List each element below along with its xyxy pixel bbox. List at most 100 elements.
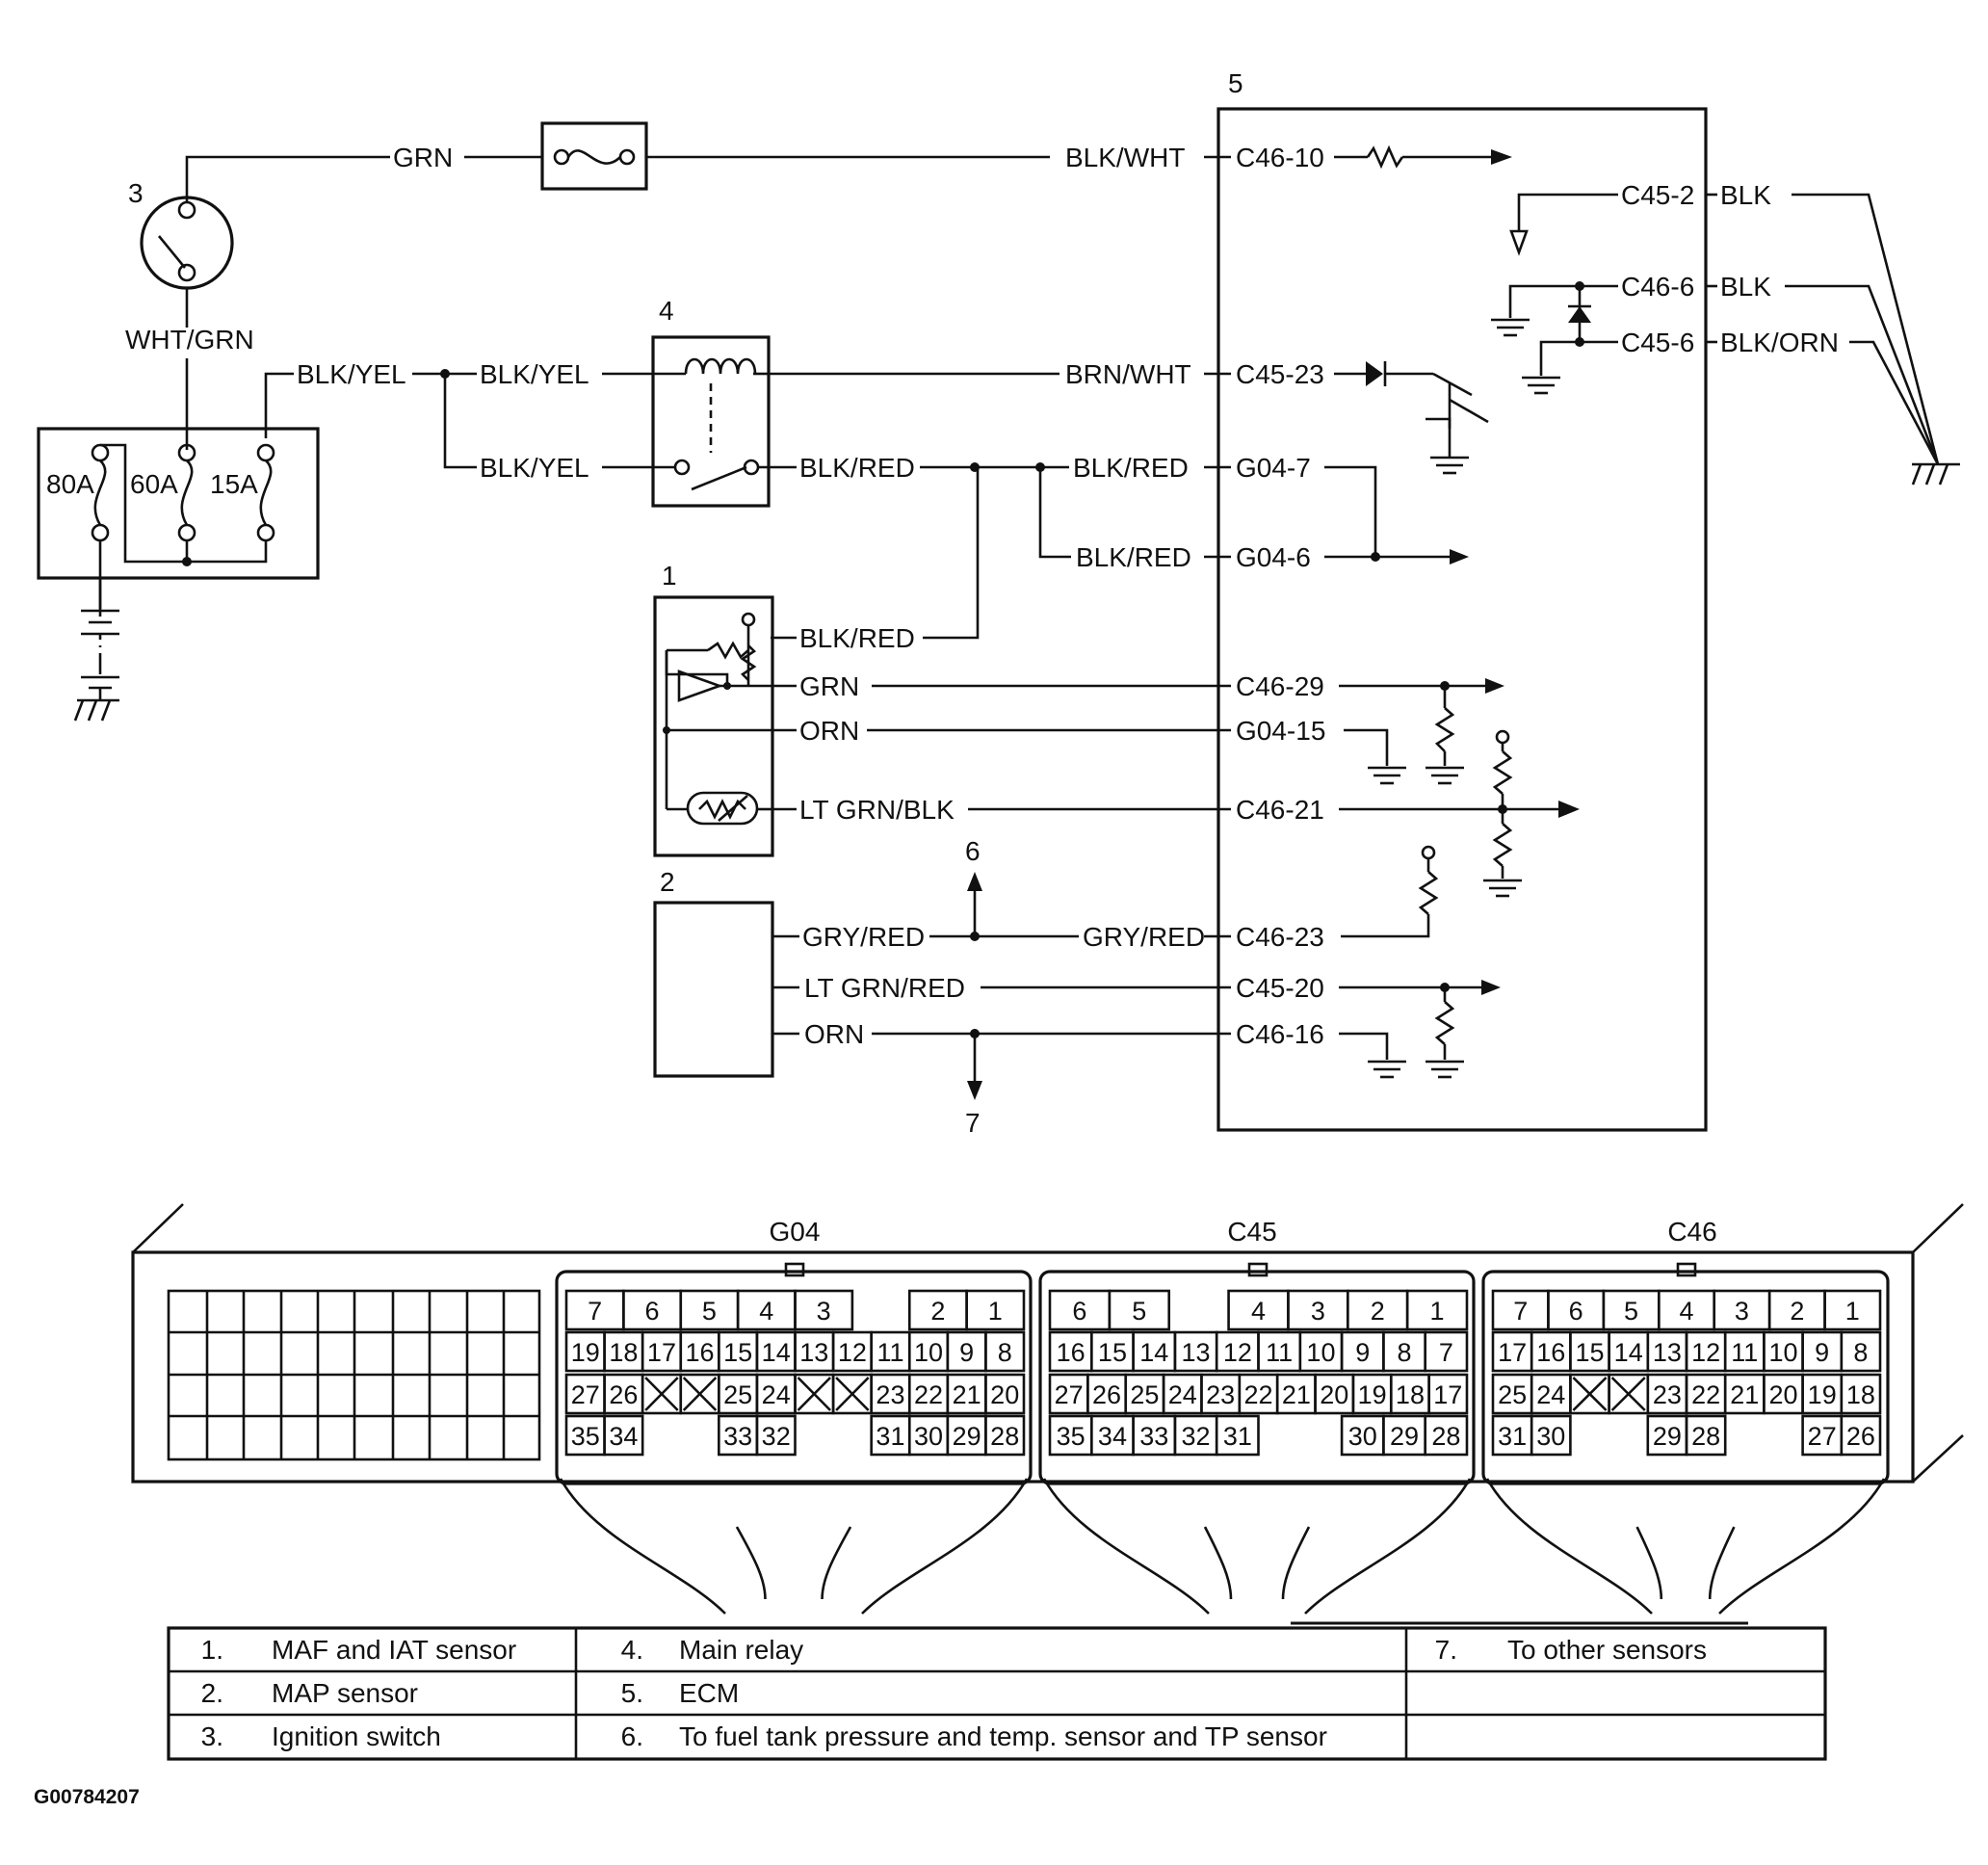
pin-cell: 29 — [946, 1414, 987, 1457]
pin-cell: 16 — [1048, 1330, 1093, 1373]
pin-number: 1 — [1845, 1297, 1860, 1326]
pin-cell: 8 — [1840, 1330, 1882, 1373]
pin-number: 17 — [647, 1338, 676, 1367]
term-c45-23: C45-23 — [1236, 359, 1324, 389]
pin-cell: 21 — [1723, 1373, 1766, 1415]
figure-code: G00784207 — [34, 1786, 140, 1808]
pin-cell: 24 — [1530, 1373, 1572, 1415]
pin-cell: 22 — [907, 1373, 950, 1415]
pin-cell: 4 — [736, 1289, 797, 1331]
pin-number: 6 — [1569, 1297, 1583, 1326]
label-blk-2: BLK — [1720, 272, 1771, 302]
pin-cell: 30 — [1530, 1414, 1572, 1457]
pin-cell: 27 — [564, 1373, 606, 1415]
pin-cell: 29 — [1646, 1414, 1688, 1457]
pin-number: 33 — [1139, 1422, 1168, 1451]
pin-cell: 11 — [870, 1330, 911, 1373]
pin-number: 33 — [723, 1422, 752, 1451]
ecm-internals — [1324, 193, 1618, 1079]
term-g04-6: G04-6 — [1236, 542, 1311, 572]
pin-cell: 28 — [1685, 1414, 1727, 1457]
to-fuel-tank-number: 6 — [965, 836, 981, 866]
pin-number: 22 — [1243, 1380, 1272, 1409]
pin-number: 17 — [1433, 1380, 1462, 1409]
pin-cell: 25 — [1491, 1373, 1533, 1415]
ecm-box: 5 — [1216, 68, 1708, 1132]
pin-number: 10 — [1768, 1338, 1797, 1367]
map-sensor: 2 — [653, 867, 774, 1078]
pin-cell: 33 — [718, 1414, 759, 1457]
pin-number: 28 — [1691, 1422, 1720, 1451]
pin-cell: 23 — [1646, 1373, 1688, 1415]
pin-number: 16 — [686, 1338, 715, 1367]
label-grn-maf: GRN — [799, 671, 859, 701]
pin-number: 10 — [1306, 1338, 1335, 1367]
pin-cell: 35 — [1048, 1414, 1093, 1457]
map-number: 2 — [660, 867, 675, 897]
pin-cell: 24 — [1162, 1373, 1203, 1415]
pin-cell: 25 — [718, 1373, 759, 1415]
pin-cell: 21 — [1275, 1373, 1317, 1415]
pin-number: 13 — [1653, 1338, 1682, 1367]
pin-cell: 14 — [755, 1330, 797, 1373]
term-c46-23: C46-23 — [1236, 922, 1324, 952]
pin-cell: 7 — [1424, 1330, 1469, 1373]
pin-number: 32 — [1182, 1422, 1211, 1451]
pin-number: 13 — [799, 1338, 828, 1367]
pin-cell: 18 — [603, 1330, 644, 1373]
label-blk-wht: BLK/WHT — [1065, 143, 1185, 172]
pin-cell: 11 — [1723, 1330, 1766, 1373]
pin-number: 11 — [876, 1338, 903, 1367]
pin-number: 1 — [988, 1297, 1003, 1326]
connector-title: G04 — [770, 1217, 821, 1247]
pin-cell: 7 — [1491, 1289, 1550, 1331]
pin-cell: 5 — [1602, 1289, 1661, 1331]
pin-cell: 26 — [1086, 1373, 1128, 1415]
pin-number: 8 — [1853, 1338, 1868, 1367]
pin-number: 20 — [1768, 1380, 1797, 1409]
pin-cell: 29 — [1382, 1414, 1427, 1457]
term-g04-7: G04-7 — [1236, 453, 1311, 483]
pin-cell: 30 — [1340, 1414, 1385, 1457]
pin-number: 22 — [914, 1380, 943, 1409]
pin-cell: 6 — [1547, 1289, 1606, 1331]
pin-cell — [1569, 1373, 1610, 1415]
pin-number: 26 — [1846, 1422, 1875, 1451]
pin-number: 29 — [953, 1422, 981, 1451]
pin-cell: 26 — [603, 1373, 644, 1415]
pin-number: 25 — [1498, 1380, 1527, 1409]
pin-number: 19 — [571, 1338, 600, 1367]
pin-cell: 14 — [1132, 1330, 1177, 1373]
pin-number: 25 — [1130, 1380, 1159, 1409]
pin-number: 31 — [876, 1422, 904, 1451]
pin-number: 29 — [1390, 1422, 1419, 1451]
pin-number: 18 — [1846, 1380, 1875, 1409]
legend-number: 7. — [1435, 1635, 1457, 1665]
pin-number: 34 — [609, 1422, 638, 1451]
pin-number: 8 — [1398, 1338, 1412, 1367]
label-blk-yel-3: BLK/YEL — [480, 453, 589, 483]
pin-cell: 16 — [1530, 1330, 1572, 1373]
pin-cell: 1 — [1823, 1289, 1882, 1331]
label-orn-maf: ORN — [799, 716, 859, 746]
pin-cell: 31 — [1491, 1414, 1533, 1457]
pin-cell: 19 — [1801, 1373, 1844, 1415]
legend-text: Ignition switch — [272, 1721, 441, 1751]
pin-cell: 20 — [1763, 1373, 1804, 1415]
maf-iat-sensor: 1 — [653, 561, 774, 857]
pin-cell: 23 — [1200, 1373, 1242, 1415]
pin-number: 11 — [1731, 1338, 1758, 1367]
pin-cell: 33 — [1132, 1414, 1177, 1457]
pin-cell: 8 — [1382, 1330, 1427, 1373]
label-orn-map: ORN — [804, 1019, 864, 1049]
pin-cell: 12 — [831, 1330, 873, 1373]
fuse-80a: 80A — [46, 469, 94, 499]
pin-cell: 27 — [1048, 1373, 1089, 1415]
pin-number: 23 — [876, 1380, 904, 1409]
